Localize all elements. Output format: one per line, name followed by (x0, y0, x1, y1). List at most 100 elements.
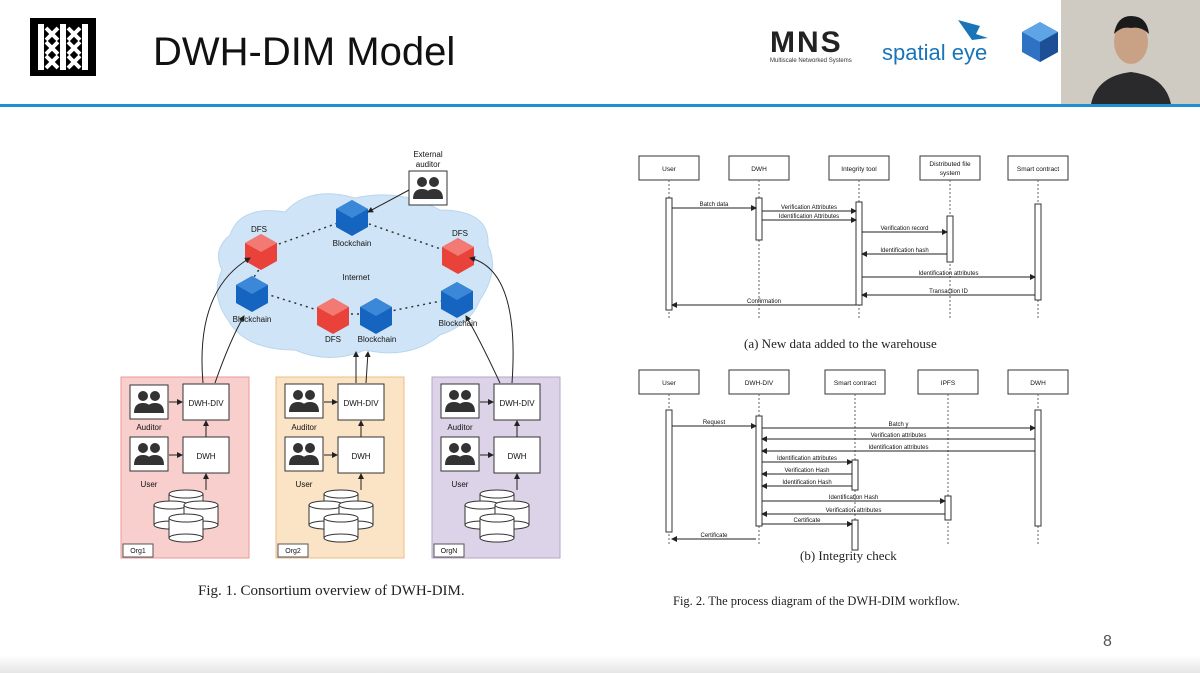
activation-bar (944, 495, 952, 521)
auditor-people-icon (129, 384, 169, 420)
message-label: Identification Hash (829, 495, 878, 501)
dfs-cube-left (245, 234, 277, 270)
dwh-label: DWH (196, 452, 215, 461)
mns-logo: MNS Multiscale Networked Systems (770, 26, 852, 64)
user-label: User (296, 480, 313, 489)
figure-1-caption: Fig. 1. Consortium overview of DWH-DIM. (198, 583, 465, 599)
actor-0: User (638, 155, 700, 181)
message-label: Verification Hash (784, 468, 829, 474)
message-label: Identification attributes (777, 456, 837, 462)
activation-bar (665, 409, 673, 533)
activation-bar (665, 197, 673, 311)
user-label: User (141, 480, 158, 489)
dwh-box (182, 436, 230, 474)
message-label: Verification Attributes (781, 205, 837, 211)
actor-0: User (638, 369, 700, 395)
blockchain-cube-top (336, 200, 368, 236)
spatial-eye-logo-text: spatial eye (882, 40, 987, 65)
actor-4: Smart contract (1007, 155, 1069, 181)
dfs-cube-right (442, 238, 474, 274)
auditor-label: Auditor (291, 423, 317, 432)
auditor-label: Auditor (136, 423, 162, 432)
dwh-box (337, 436, 385, 474)
blockchain-label-right: Blockchain (439, 319, 478, 328)
actor-label-line2: system (940, 170, 961, 177)
blockchain-cube-left (236, 276, 268, 312)
external-auditor-box (408, 170, 448, 206)
message-label: Request (703, 420, 726, 426)
figure-2b-caption: (b) Integrity check (800, 548, 897, 563)
activation-bar (946, 215, 954, 263)
actor-1: DWH-DIV (728, 369, 790, 395)
actor-2: Smart contract (824, 369, 886, 395)
database-icon (464, 489, 530, 543)
auditor-people-icon (284, 383, 324, 419)
message-label: Identification attributes (918, 271, 978, 277)
sequence-diagram-a: User DWH Integrity tool Distributed filesys… (638, 155, 1069, 320)
org-label-box (277, 543, 309, 558)
dfs-label-right: DFS (452, 229, 468, 238)
dwh-div-box (493, 383, 541, 421)
database-icon (153, 489, 219, 543)
presenter-webcam (1061, 0, 1200, 104)
message-label: Batch data (700, 202, 729, 208)
user-people-icon (284, 436, 324, 472)
org2-to-blockchain-connector (364, 351, 371, 384)
actor-label: Smart contract (1017, 166, 1059, 173)
internet-label: Internet (342, 273, 370, 282)
org1-to-dfs-connector (201, 257, 251, 384)
activation-bar (851, 519, 859, 551)
external-auditor-label-line2: auditor (416, 160, 441, 169)
actor-label: DWH (751, 166, 767, 173)
slide-title: DWH-DIM Model (153, 30, 456, 74)
dwh-div-box (337, 383, 385, 421)
message-label: Batch y (888, 422, 908, 428)
activation-bar (855, 201, 863, 306)
message-label: Identification attributes (868, 445, 928, 451)
actor-label: User (662, 166, 677, 173)
figure-2a-caption: (a) New data added to the warehouse (744, 336, 937, 351)
actor-label: DWH-DIV (745, 380, 774, 387)
org-label: Org1 (130, 548, 146, 555)
actor-label: User (662, 380, 677, 387)
external-auditor-people-icon (413, 177, 443, 199)
actor-label: Integrity tool (841, 166, 877, 173)
bottom-shadow (0, 655, 1200, 673)
blockchain-cube-middle (360, 298, 392, 334)
database-icon (308, 489, 374, 543)
mns-logo-subtitle: Multiscale Networked Systems (770, 58, 852, 64)
message-label: Identification Attributes (779, 214, 839, 220)
message-label: Certificate (700, 533, 728, 539)
header-divider (0, 104, 1200, 107)
university-logo (30, 18, 96, 76)
auditor-people-icon (440, 383, 480, 419)
message-label: Verification attributes (826, 508, 882, 514)
page-number: 8 (1103, 633, 1112, 650)
user-label: User (452, 480, 469, 489)
orgN-to-blockchain-connector (465, 315, 501, 384)
dwh-div-label: DWH-DIV (188, 399, 224, 408)
blockchain-label-left: Blockchain (233, 315, 272, 324)
bird-icon (958, 20, 988, 40)
auditor-label: Auditor (447, 423, 473, 432)
dwh-div-label: DWH-DIV (343, 399, 379, 408)
user-people-icon (129, 436, 169, 472)
user-people-icon (440, 436, 480, 472)
org-label: Org2 (285, 548, 301, 555)
org-label-box (122, 543, 154, 558)
dfs-cube-middle (317, 298, 349, 334)
activation-bar (1034, 409, 1042, 527)
dwh-box (493, 436, 541, 474)
figure-2-caption: Fig. 2. The process diagram of the DWH-D… (673, 594, 960, 608)
message-label: Identification hash (880, 248, 928, 254)
cube-logo-icon (1022, 22, 1058, 62)
dfs-label-middle: DFS (325, 335, 341, 344)
blockchain-cube-right (441, 282, 473, 318)
activation-bar (755, 197, 763, 241)
message-label: Verification record (880, 226, 928, 232)
actor-label: Smart contract (834, 380, 876, 387)
